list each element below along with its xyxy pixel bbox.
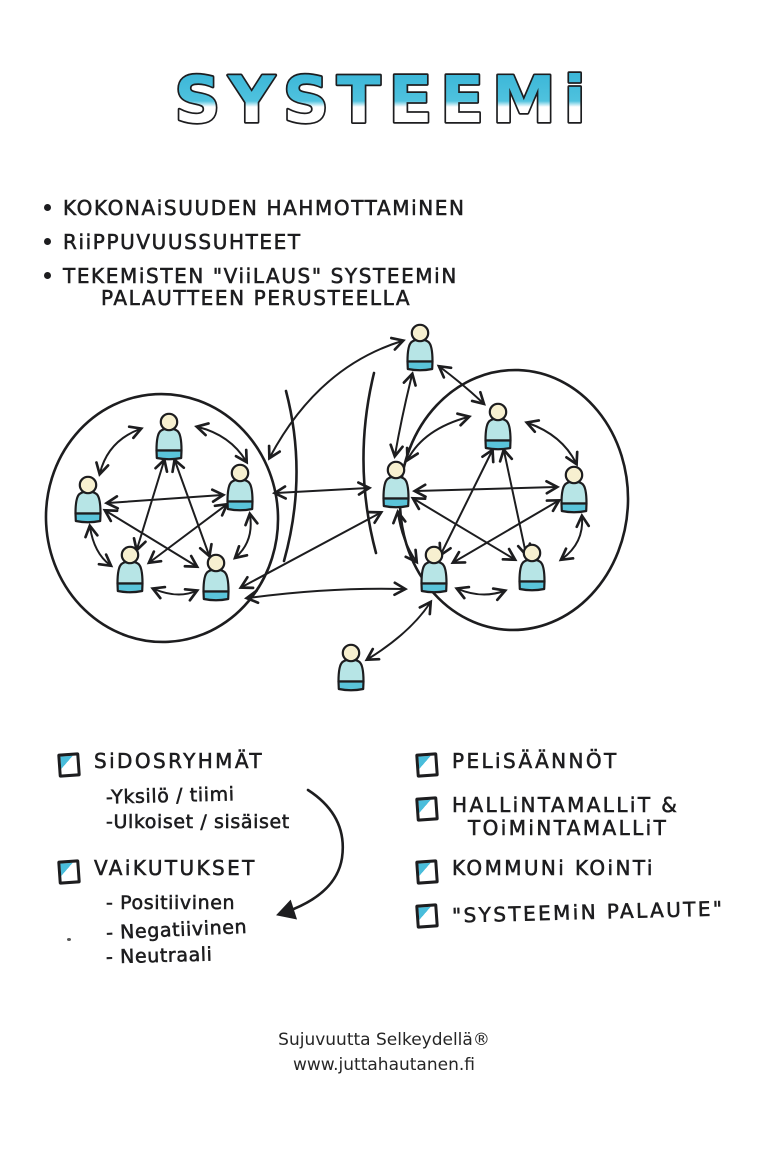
intro-bullet-list: KOKONAiSUUDEN HAHMOTTAMiNEN RiiPPUVUUSSU… — [44, 196, 514, 310]
arrow-layer — [90, 341, 582, 659]
arrow — [441, 451, 492, 554]
person-icon — [116, 545, 144, 594]
checkbox-icon — [415, 752, 439, 778]
footer: Sujuvuutta Selkeydellä® www.juttahautane… — [0, 1028, 768, 1077]
bullet-dot-icon — [44, 204, 51, 211]
arrow-cross-group — [270, 341, 402, 457]
arrow — [108, 495, 222, 503]
arrow-cross-group — [276, 488, 368, 493]
bullet-text: PALAUTTEEN PERUSTEELLA — [101, 286, 412, 311]
overlap-arc-right — [362, 371, 378, 555]
list-heading: "SYSTEEMiN PALAUTE" — [451, 896, 725, 928]
list-subitem: - Neutraali — [105, 943, 213, 969]
rules-list: PELiSÄÄNNÖT HALLiNTAMALLiT & TOiMiNTAMAL… — [415, 749, 726, 945]
arrow — [175, 461, 209, 555]
list-heading: KOMMUNi KOiNTi — [452, 856, 655, 880]
arrow — [276, 788, 345, 920]
list-heading: VAiKUTUKSET — [94, 856, 257, 881]
section-sidosryhmat: SiDOSRYHMÄT -Yksilö / tiimi -Ulkoiset / … — [57, 749, 338, 835]
arrow — [504, 451, 526, 554]
checkbox-icon — [415, 796, 439, 822]
bullet-text: RiiPPUVUUSSUHTEET — [63, 230, 302, 255]
arrow — [416, 487, 556, 491]
checkbox-icon — [57, 752, 81, 778]
bullet-text: KOKONAiSUUDEN HAHMOTTAMiNEN — [63, 196, 466, 221]
arrow — [154, 589, 196, 595]
person-icon — [226, 463, 254, 512]
list-heading: HALLiNTAMALLiT & — [452, 793, 680, 817]
arrow-cross-group — [242, 513, 380, 587]
list-heading-line2: TOiMiNTAMALLiT — [468, 816, 669, 840]
list-heading: PELiSÄÄNNÖT — [452, 749, 619, 773]
stray-pen-mark — [67, 938, 71, 941]
checkbox-icon — [415, 903, 439, 929]
bullet-text: TEKEMiSTEN "ViiLAUS" SYSTEEMiN — [63, 264, 458, 289]
arrow — [454, 501, 558, 562]
list-item: HALLiNTAMALLiT & TOiMiNTAMALLiT — [415, 793, 726, 840]
arrow — [100, 429, 140, 473]
person-icon — [155, 412, 183, 461]
person-icon-individual-top — [406, 323, 434, 372]
arrow — [562, 517, 582, 559]
list-item: KOMMUNi KOiNTi — [415, 856, 726, 885]
bullet-item-continuation: PALAUTTEEN PERUSTEELLA — [101, 286, 514, 311]
person-icon-individual-bottom — [337, 643, 365, 692]
footer-url: www.juttahautanen.fi — [293, 1054, 475, 1075]
checkbox-icon — [57, 859, 81, 886]
arrow — [90, 527, 110, 565]
arrow — [198, 427, 246, 461]
curved-arrow — [276, 788, 345, 920]
bullet-dot-icon — [44, 238, 51, 245]
page-title-block: SYSTEEMi — [0, 42, 768, 154]
arrow — [236, 515, 251, 557]
arrow-cross-group — [395, 375, 412, 455]
bullet-item: TEKEMiSTEN "ViiLAUS" SYSTEEMiN — [44, 264, 514, 288]
list-item: SiDOSRYHMÄT — [57, 749, 338, 778]
person-icon — [518, 543, 546, 592]
person-icon — [202, 553, 230, 602]
arrow-cross-group — [248, 589, 404, 598]
section-vaikutukset: VAiKUTUKSET - Positiivinen - Negatiivine… — [57, 856, 338, 969]
checkbox-icon — [415, 859, 439, 885]
arrow — [150, 505, 226, 562]
arrow — [137, 461, 164, 549]
arrow-cross-group — [440, 367, 483, 403]
list-subitem: - Negatiivinen — [105, 915, 248, 944]
list-item: "SYSTEEMiN PALAUTE" — [415, 896, 726, 929]
title-art: SYSTEEMi — [173, 62, 593, 139]
bullet-dot-icon — [44, 272, 51, 279]
list-item: VAiKUTUKSET — [57, 856, 338, 886]
arrow — [408, 417, 468, 459]
list-item: PELiSÄÄNNÖT — [415, 749, 726, 778]
arrow — [458, 589, 504, 595]
arrow — [528, 423, 576, 463]
list-subitem: -Yksilö / tiimi — [105, 783, 235, 809]
page-title: SYSTEEMi — [174, 64, 593, 138]
person-icon — [560, 465, 588, 514]
list-subitem: - Positiivinen — [106, 892, 236, 915]
list-heading: SiDOSRYHMÄT — [94, 749, 264, 773]
stakeholders-list: SiDOSRYHMÄT -Yksilö / tiimi -Ulkoiset / … — [57, 749, 338, 969]
footer-brand: Sujuvuutta Selkeydellä® — [278, 1030, 490, 1050]
bullet-item: KOKONAiSUUDEN HAHMOTTAMiNEN — [44, 196, 514, 220]
list-subitem: -Ulkoiset / sisäiset — [106, 811, 290, 834]
person-icon — [74, 475, 102, 524]
person-icon — [382, 460, 410, 509]
person-icon — [484, 402, 512, 451]
bullet-item: RiiPPUVUUSSUHTEET — [44, 230, 514, 254]
person-icon — [420, 545, 448, 594]
system-network-diagram — [44, 323, 630, 692]
arrow-cross-group — [368, 603, 430, 659]
